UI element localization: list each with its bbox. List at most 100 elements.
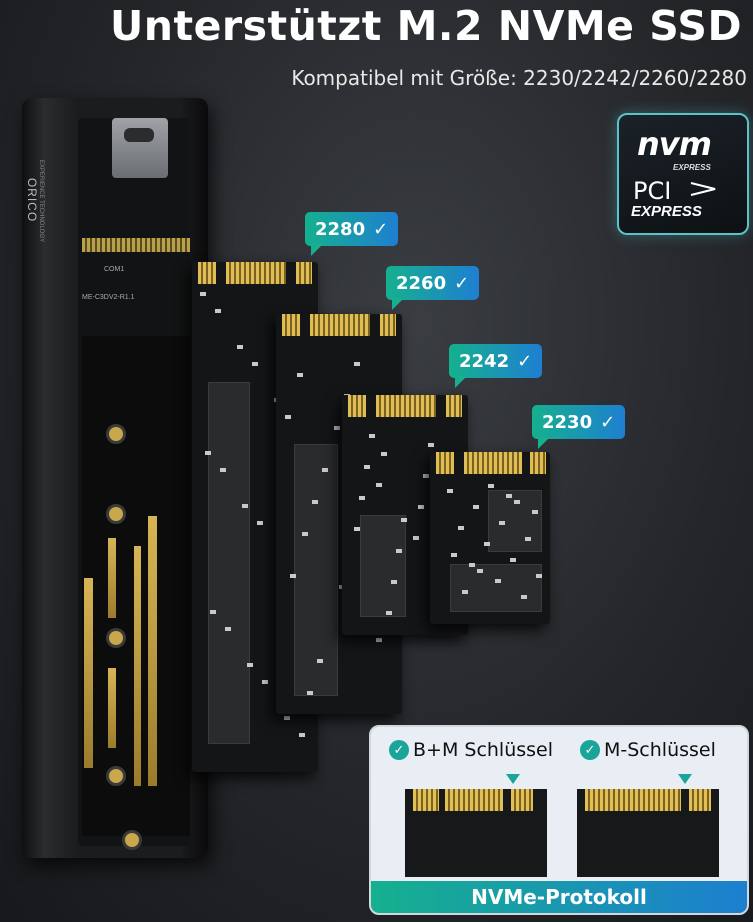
smd-component bbox=[469, 563, 475, 567]
ssd-chip bbox=[208, 382, 250, 744]
smd-component bbox=[205, 451, 211, 455]
ssd-enclosure: ORICO EXPERIENCE TECHNOLOGY COM1 ME-C3DV… bbox=[22, 98, 208, 858]
check-icon: ✓ bbox=[517, 350, 533, 372]
mount-hole-bottom bbox=[122, 830, 142, 850]
brand-logo: ORICO bbox=[25, 177, 40, 223]
smd-component bbox=[262, 680, 268, 684]
page-title: Unterstützt M.2 NVMe SSD bbox=[110, 2, 742, 50]
nvm-express-text: EXPRESS bbox=[673, 163, 711, 172]
smd-component bbox=[302, 532, 308, 536]
smd-component bbox=[376, 638, 382, 642]
key-type-panel: ✓ B+M Schlüssel ✓ M-Schlüssel NVMe-Proto… bbox=[369, 725, 749, 915]
smd-component bbox=[536, 574, 542, 578]
size-label: 2230 bbox=[542, 411, 593, 433]
ssd-2230 bbox=[430, 452, 550, 624]
smd-component bbox=[418, 505, 424, 509]
pci-logo-text: PCI bbox=[633, 177, 672, 205]
ssd-contacts bbox=[226, 262, 286, 284]
ssd-chip bbox=[450, 564, 542, 612]
check-circle-icon: ✓ bbox=[580, 740, 600, 760]
smd-component bbox=[322, 468, 328, 472]
smd-component bbox=[458, 526, 464, 530]
bm-key-label: B+M Schlüssel bbox=[413, 739, 554, 761]
check-circle-icon: ✓ bbox=[389, 740, 409, 760]
pci-express-text: EXPRESS bbox=[631, 203, 702, 220]
ssd-contacts bbox=[310, 314, 370, 336]
ssd-contacts bbox=[446, 395, 462, 417]
part-number-label: ME-C3DV2-R1.1 bbox=[82, 294, 135, 301]
smd-component bbox=[285, 415, 291, 419]
smd-component bbox=[364, 465, 370, 469]
smd-component bbox=[532, 510, 538, 514]
smd-component bbox=[447, 489, 453, 493]
gold-trace bbox=[84, 578, 93, 768]
smd-component bbox=[525, 537, 531, 541]
smd-component bbox=[477, 569, 483, 573]
check-icon: ✓ bbox=[373, 218, 389, 240]
smd-component bbox=[312, 500, 318, 504]
ssd-contacts bbox=[198, 262, 216, 284]
ssd-contacts bbox=[436, 452, 454, 474]
smd-component bbox=[220, 468, 226, 472]
size-label: 2280 bbox=[315, 218, 366, 240]
smd-component bbox=[401, 518, 407, 522]
ssd-contacts bbox=[282, 314, 300, 336]
smd-component bbox=[423, 474, 429, 478]
mount-hole-2260 bbox=[106, 628, 126, 648]
smd-component bbox=[247, 663, 253, 667]
smd-component bbox=[514, 500, 520, 504]
gold-trace bbox=[108, 538, 116, 618]
smd-component bbox=[210, 610, 216, 614]
smd-component bbox=[484, 542, 490, 546]
smd-component bbox=[284, 716, 290, 720]
size-tag-2260: 2260 ✓ bbox=[386, 266, 480, 310]
mount-hole-2280 bbox=[106, 766, 126, 786]
size-tag-2280: 2280 ✓ bbox=[305, 212, 399, 256]
check-icon: ✓ bbox=[454, 272, 470, 294]
m2-connector-slot bbox=[82, 238, 190, 252]
nvme-pcie-badge: nvm EXPRESS PCI EXPRESS bbox=[617, 113, 749, 235]
smd-component bbox=[242, 504, 248, 508]
smd-component bbox=[354, 362, 360, 366]
smd-component bbox=[334, 426, 340, 430]
ssd-chip bbox=[294, 444, 338, 696]
protocol-bar: NVMe-Protokoll bbox=[371, 881, 747, 913]
smd-component bbox=[495, 579, 501, 583]
smd-component bbox=[215, 309, 221, 313]
ssd-contacts bbox=[348, 395, 366, 417]
com-label: COM1 bbox=[104, 266, 125, 273]
gold-trace bbox=[108, 668, 116, 748]
smd-component bbox=[299, 733, 305, 737]
size-label: 2260 bbox=[396, 272, 447, 294]
nvm-logo-text: nvm bbox=[637, 125, 712, 163]
smd-component bbox=[462, 590, 468, 594]
bm-key-label-group: ✓ B+M Schlüssel bbox=[389, 739, 553, 761]
smd-component bbox=[359, 496, 365, 500]
smd-component bbox=[428, 443, 434, 447]
page-subtitle: Kompatibel mit Größe: 2230/2242/2260/228… bbox=[291, 66, 747, 90]
mount-hole-2242 bbox=[106, 504, 126, 524]
smd-component bbox=[451, 553, 457, 557]
m-key-marker-icon bbox=[678, 774, 692, 784]
bm-key-ssd-image bbox=[405, 789, 547, 877]
size-tag-2242: 2242 ✓ bbox=[449, 344, 543, 388]
ssd-contacts bbox=[530, 452, 546, 474]
ssd-contacts bbox=[376, 395, 436, 417]
smd-component bbox=[307, 691, 313, 695]
smd-component bbox=[381, 452, 387, 456]
smd-component bbox=[290, 574, 296, 578]
smd-component bbox=[510, 558, 516, 562]
smd-component bbox=[200, 292, 206, 296]
smd-component bbox=[396, 549, 402, 553]
smd-component bbox=[237, 345, 243, 349]
smd-component bbox=[413, 536, 419, 540]
smd-component bbox=[488, 484, 494, 488]
ssd-chip bbox=[360, 515, 406, 617]
ssd-contacts bbox=[380, 314, 396, 336]
gold-trace bbox=[134, 546, 141, 786]
smd-component bbox=[386, 611, 392, 615]
smd-component bbox=[506, 494, 512, 498]
smd-component bbox=[499, 521, 505, 525]
smd-component bbox=[252, 362, 258, 366]
smd-component bbox=[317, 659, 323, 663]
